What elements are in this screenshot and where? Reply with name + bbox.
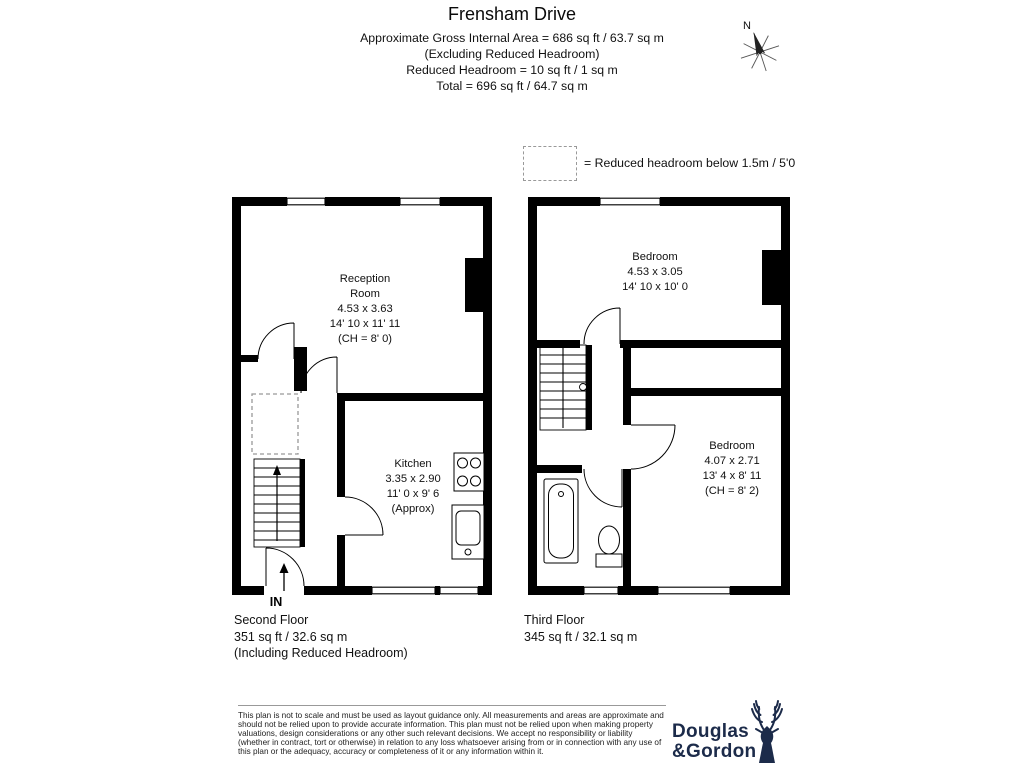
reduced-headroom-swatch [523,146,577,181]
reception-dims-metric: 4.53 x 3.63 [337,303,392,315]
kitchen-dims-imperial: 11' 0 x 9' 6 [387,488,440,500]
entrance-label: IN [269,595,283,609]
reception-room-name-2: Room [350,288,380,300]
bedroom1-name: Bedroom [632,251,677,263]
stag-head [759,726,775,763]
reduced-headroom-line: Reduced Headroom = 10 sq ft / 1 sq m [406,63,618,77]
bathtub-icon [543,478,579,564]
bedroom1-dims-metric: 4.53 x 3.05 [627,266,682,278]
window [286,197,326,206]
hob-icon [453,452,485,492]
second-floor-walls [232,197,492,595]
kitchen-approx-note: (Approx) [392,503,435,515]
third-floor-name: Third Floor [524,613,585,627]
window [371,586,436,595]
toilet-icon [595,525,623,568]
third-floor-doors [583,307,676,508]
kitchen-door-arc [344,496,384,536]
third-floor-plan: Bedroom 4.53 x 3.05 14' 10 x 10' 0 Bedro… [528,197,790,595]
brand-logo-text: Douglas &Gordon [672,722,756,761]
total-area-line: Total = 696 sq ft / 64.7 sq m [436,79,588,93]
stairs-up-arrow-icon [273,465,281,475]
third-floor-room-labels: Bedroom 4.53 x 3.05 14' 10 x 10' 0 Bedro… [622,251,761,497]
window [599,197,661,206]
reception-door-arc [300,356,338,394]
window [439,586,479,595]
entrance-arrow-icon [279,563,289,591]
sink-icon [451,504,485,560]
staircase [253,458,301,548]
second-floor-name: Second Floor [234,613,309,627]
second-floor-room-labels: Reception Room 4.53 x 3.63 14' 10 x 11' … [330,273,441,515]
staircase [539,344,587,431]
window [399,197,441,206]
bedroom2-door-arc [630,424,676,470]
page-title: Frensham Drive [447,4,577,24]
kitchen-name: Kitchen [394,458,431,470]
second-floor-doors [257,322,384,587]
second-floor-caption: Second Floor 351 sq ft / 32.6 sq m (Incl… [234,612,408,662]
window [583,586,619,595]
reduced-headroom-area [251,393,299,455]
bedroom1-dims-imperial: 14' 10 x 10' 0 [622,281,688,293]
chimney-breast [465,258,492,312]
brand-name-line1: Douglas [672,721,750,742]
gross-area-line: Approximate Gross Internal Area = 686 sq… [360,31,664,45]
legend-label: = Reduced headroom below 1.5m / 5'0 [584,156,796,170]
third-floor-area: 345 sq ft / 32.1 sq m [524,629,638,644]
brand-name-line2: &Gordon [672,740,757,762]
bathroom-door-arc [583,468,623,508]
stag-antlers [751,700,783,734]
bedroom2-ceiling-height: (CH = 8' 2) [705,485,759,497]
second-floor-windows [286,197,479,595]
header: Frensham Drive Approximate Gross Interna… [0,4,1024,94]
compass-north-label: N [743,20,751,32]
window [657,586,731,595]
newel-post [579,383,587,391]
chimney-breast [762,250,790,305]
stag-icon [751,700,783,763]
reception-room-name: Reception [340,273,390,285]
entrance-door-arc [265,547,305,587]
second-floor-note: (Including Reduced Headroom) [234,646,408,660]
disclaimer-text: This plan is not to scale and must be us… [238,705,666,756]
bedroom1-door-arc [583,307,621,345]
bedroom2-dims-metric: 4.07 x 2.71 [704,455,759,467]
second-floor-area: 351 sq ft / 32.6 sq m [234,629,348,644]
reception-ceiling-height: (CH = 8' 0) [338,333,392,345]
reception-dims-imperial: 14' 10 x 11' 11 [330,318,400,330]
kitchen-dims-metric: 3.35 x 2.90 [385,473,440,485]
closet-door-arc [257,322,295,360]
excluding-note-line: (Excluding Reduced Headroom) [424,47,600,61]
third-floor-windows [583,197,731,595]
compass-icon: N [740,20,780,72]
bedroom2-dims-imperial: 13' 4 x 8' 11 [703,470,762,482]
bedroom2-name: Bedroom [709,440,754,452]
second-floor-plan: Reception Room 4.53 x 3.63 14' 10 x 11' … [232,197,492,595]
third-floor-caption: Third Floor 345 sq ft / 32.1 sq m [524,612,637,645]
compass-rose [740,32,780,72]
